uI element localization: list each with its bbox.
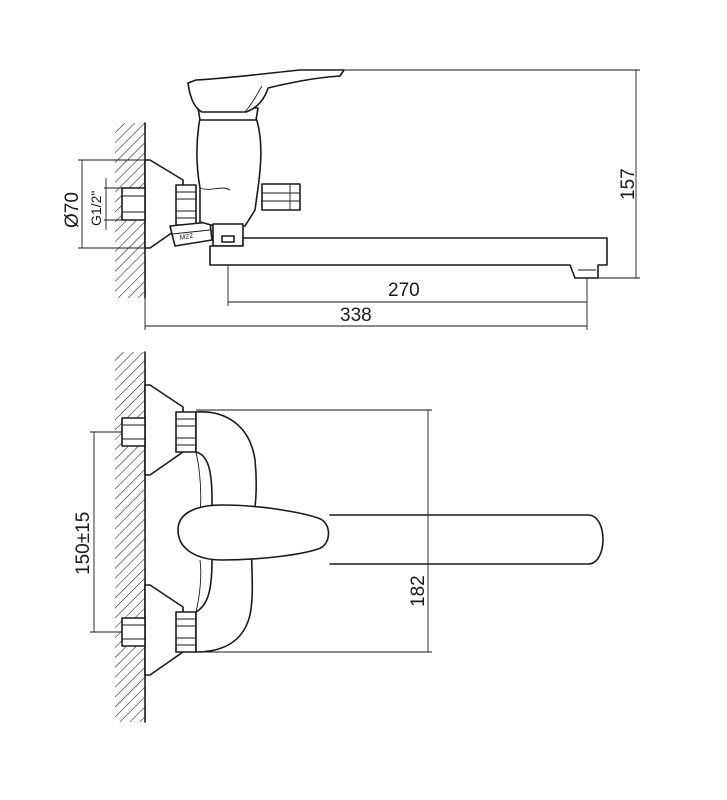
- hex-nut-lower: [175, 611, 197, 653]
- dim-total-label: 338: [340, 305, 372, 326]
- hex-nut: [175, 184, 197, 226]
- inlet-pipe: [121, 187, 146, 221]
- hex-nut-upper: [175, 411, 197, 453]
- aerator-mark-label: M22: [179, 233, 194, 242]
- inlet-pipe-lower: [121, 617, 146, 647]
- spout: [209, 237, 608, 279]
- inlet-pipe-upper: [121, 417, 146, 447]
- spout-top-view: [329, 514, 604, 565]
- diverter-knob: [169, 221, 213, 247]
- dim-flange-label: Ø70: [62, 192, 83, 228]
- dim-height-label: 157: [618, 168, 639, 200]
- wall-section-bottom: [115, 352, 145, 722]
- dim-spout-label: 270: [388, 280, 420, 301]
- dim-body-width-label: 182: [408, 575, 429, 607]
- dim-inlet-spacing-label: 150±15: [73, 512, 94, 575]
- shower-outlet: [261, 183, 301, 211]
- lever-top-view: [177, 504, 330, 561]
- valve-body: [196, 117, 262, 227]
- top-view: 150±15 182: [73, 351, 604, 723]
- side-view: M22 157 270 338: [62, 69, 640, 330]
- dim-thread-label: G1/2": [88, 191, 104, 226]
- lever-handle: [187, 69, 345, 113]
